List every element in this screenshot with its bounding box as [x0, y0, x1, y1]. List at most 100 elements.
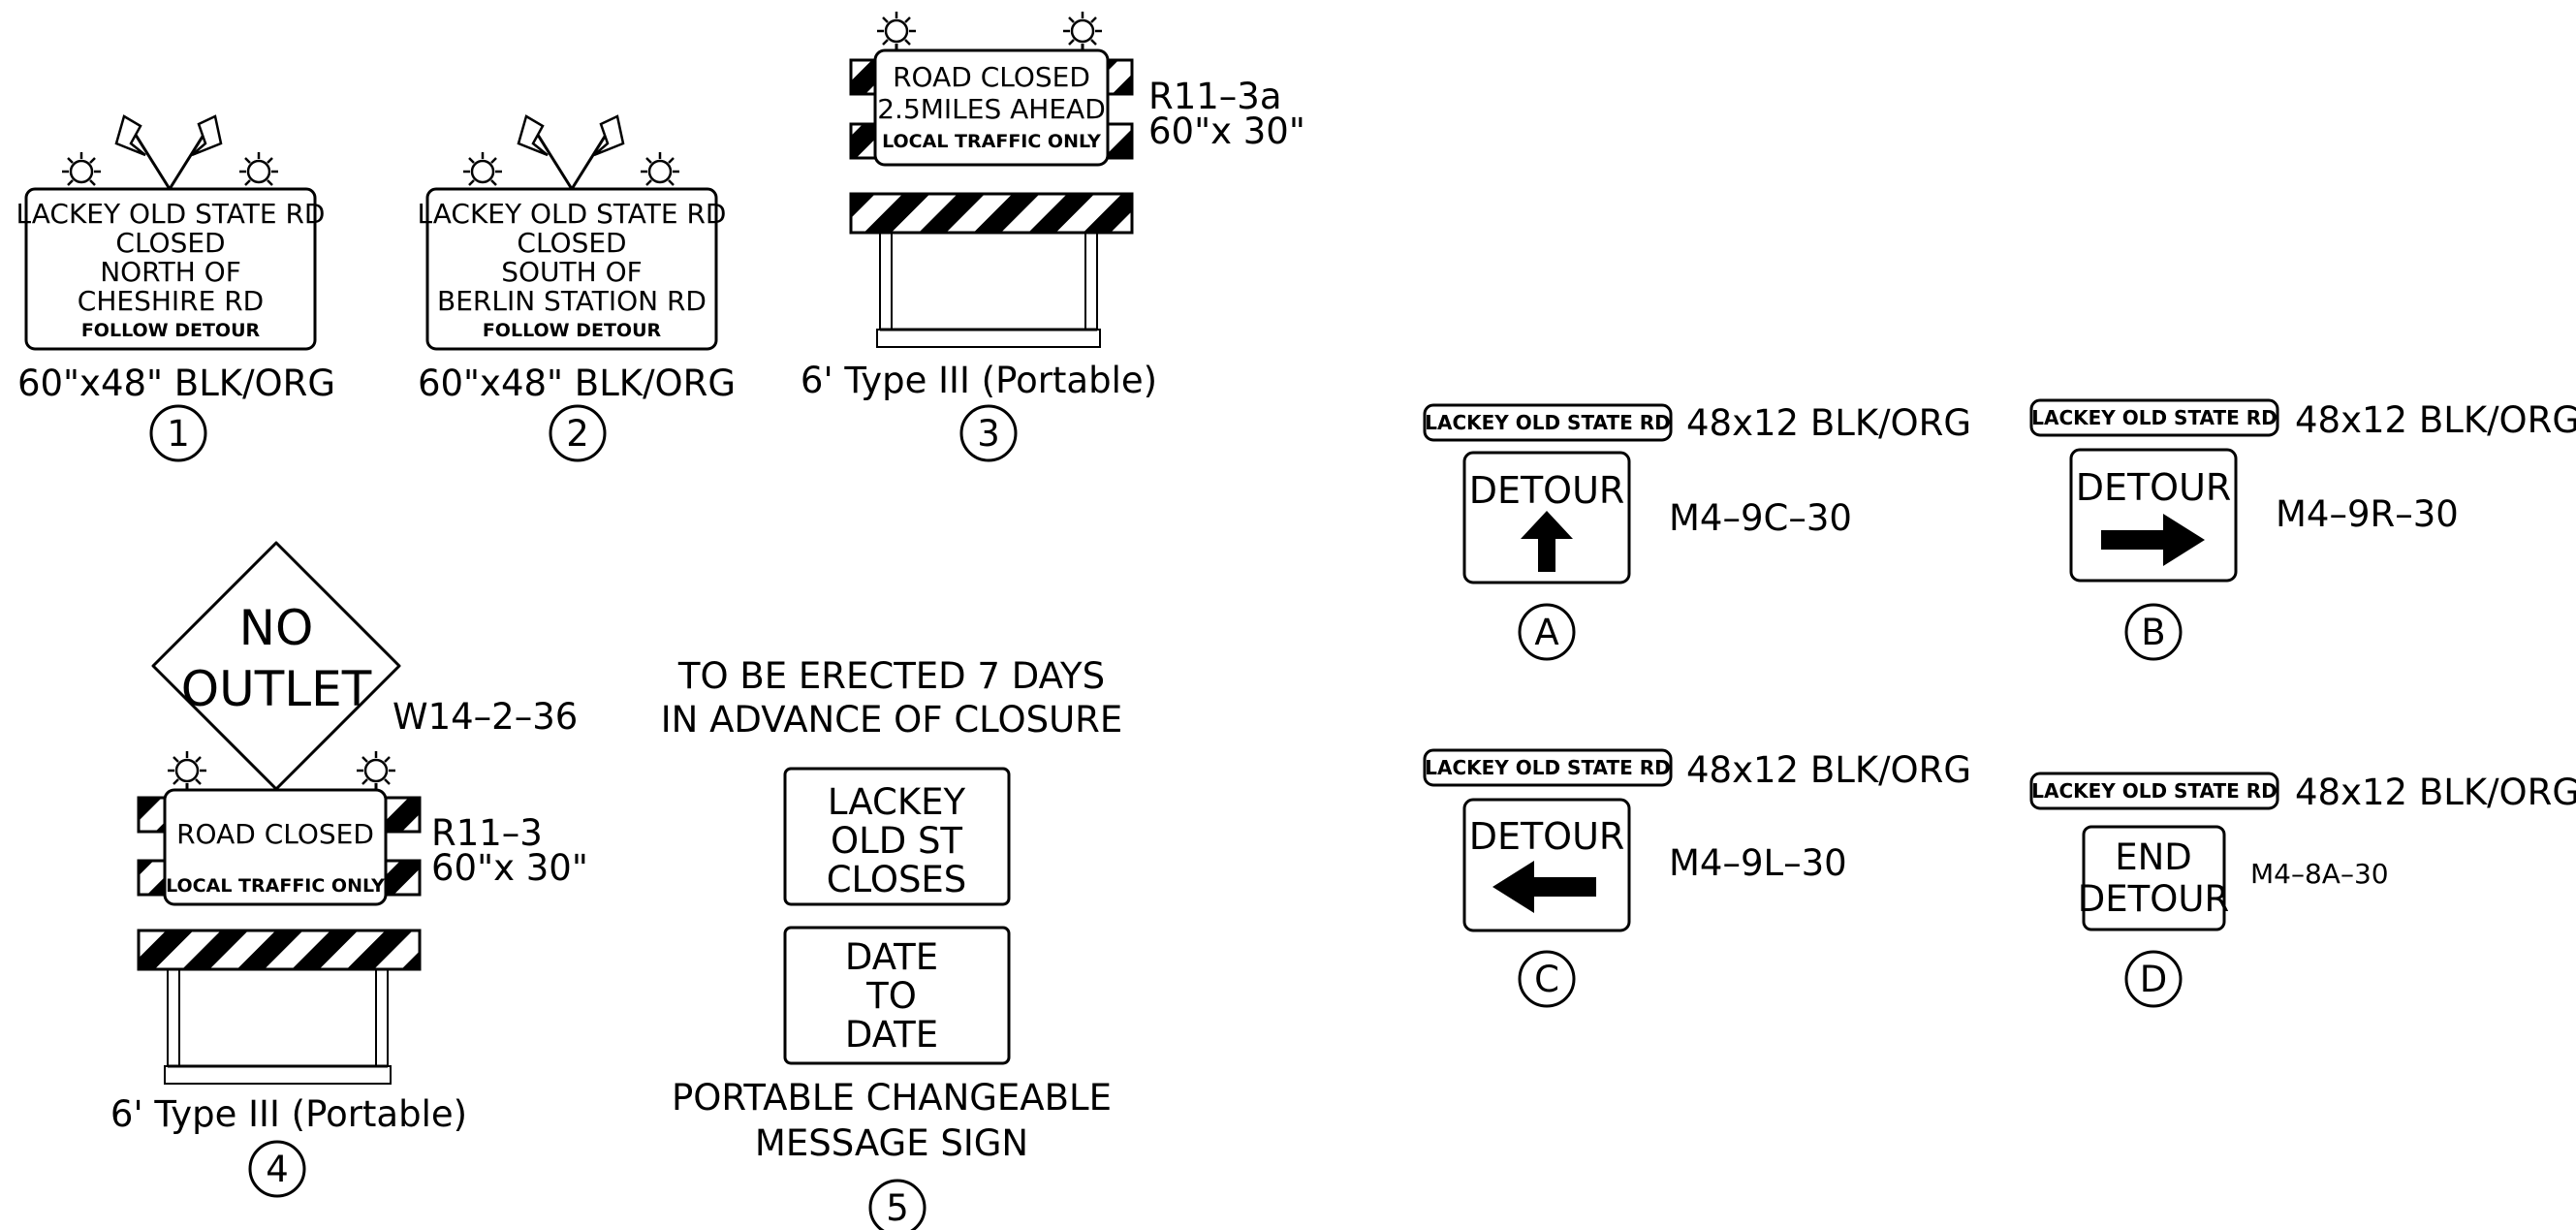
- detour-b-group: LACKEY OLD STATE RD 48x12 BLK/ORG DETOUR…: [2029, 398, 2576, 661]
- detour-b-panel: [2069, 448, 2238, 583]
- detour-c-text: DETOUR: [1469, 815, 1625, 858]
- barricade-leg: [1084, 232, 1098, 331]
- sign-2-line: CLOSED: [517, 227, 626, 259]
- flag-icon: [168, 114, 223, 190]
- warning-lamp-icon: [166, 749, 208, 786]
- sign-2-size-label: 60"x48" BLK/ORG: [418, 363, 736, 404]
- flag-icon: [570, 114, 625, 190]
- sign-1-line: NORTH OF: [100, 256, 241, 288]
- sign-5-group: TO BE ERECTED 7 DAYS IN ADVANCE OF CLOSU…: [661, 655, 1122, 1230]
- detour-a-plaque: [1423, 403, 1673, 442]
- barricade-leg: [375, 968, 389, 1067]
- arrow-right-icon: [2101, 514, 2205, 566]
- sign-2-line: BERLIN STATION RD: [437, 285, 707, 317]
- sign-1-line: LACKEY OLD STATE RD: [16, 198, 325, 230]
- sign-3-number: 3: [977, 413, 1000, 455]
- sign-4-label: 6' Type III (Portable): [110, 1093, 467, 1135]
- detour-a-plaque-text: LACKEY OLD STATE RD: [1425, 411, 1671, 434]
- flag-icon: [114, 114, 172, 190]
- detour-b-text: DETOUR: [2076, 466, 2232, 509]
- detour-d-plaque: [2029, 772, 2279, 810]
- sign-3-line: ROAD CLOSED: [893, 61, 1090, 93]
- detour-a-group: LACKEY OLD STATE RD 48x12 BLK/ORG DETOUR…: [1423, 402, 1971, 661]
- sign-2-line: SOUTH OF: [501, 256, 643, 288]
- pcms-panel-2-line: DATE: [845, 1014, 938, 1056]
- warning-lamp-icon: [237, 150, 280, 187]
- sign-3-number-circle: [959, 404, 1018, 462]
- sign-3-code: R11–3a: [1148, 76, 1282, 117]
- flag-icon: [517, 114, 574, 190]
- detour-c-plaque: [1423, 748, 1673, 787]
- warning-lamp-icon: [1061, 10, 1104, 47]
- pcms-footer: PORTABLE CHANGEABLE: [672, 1077, 1112, 1119]
- detour-d-text: DETOUR: [2078, 878, 2229, 920]
- sign-2-panel: [425, 187, 718, 351]
- detour-d-group: LACKEY OLD STATE RD 48x12 BLK/ORG END DE…: [2029, 772, 2576, 1008]
- sign-2-line: LACKEY OLD STATE RD: [417, 198, 726, 230]
- sign-3-small: LOCAL TRAFFIC ONLY: [882, 131, 1101, 152]
- pcms-panel-2-line: DATE: [845, 936, 938, 978]
- pcms-panel-2-line: TO: [865, 975, 917, 1017]
- sign-1-number-circle: [149, 404, 207, 462]
- detour-d-letter-circle: [2124, 950, 2183, 1008]
- detour-c-group: LACKEY OLD STATE RD 48x12 BLK/ORG DETOUR…: [1423, 748, 1971, 1008]
- sign-3-group: ROAD CLOSED 2.5MILES AHEAD LOCAL TRAFFIC…: [801, 10, 1305, 462]
- detour-d-panel: [2082, 825, 2226, 931]
- barricade-rail: [849, 192, 1134, 235]
- detour-a-text: DETOUR: [1469, 469, 1625, 512]
- detour-b-plaque-text: LACKEY OLD STATE RD: [2031, 406, 2278, 429]
- warning-lamp-icon: [639, 150, 681, 187]
- sign-3-dims: 60"x 30": [1148, 110, 1305, 152]
- detour-c-panel: [1462, 798, 1631, 932]
- detour-a-letter-circle: [1518, 603, 1576, 661]
- sign-1-line: CLOSED: [115, 227, 225, 259]
- detour-c-plaque-size: 48x12 BLK/ORG: [1686, 749, 1971, 791]
- detour-c-letter-circle: [1518, 950, 1576, 1008]
- barricade-rail: [137, 929, 422, 971]
- sign-1-number: 1: [167, 413, 190, 455]
- sign-5-number: 5: [886, 1187, 909, 1229]
- diamond-line: OUTLET: [181, 661, 372, 717]
- sign-3-panel: [873, 48, 1110, 167]
- sign-4-number: 4: [266, 1149, 289, 1190]
- sign-4-main: ROAD CLOSED: [176, 818, 374, 850]
- diamond-line: NO: [239, 600, 314, 656]
- diamond-code: W14–2–36: [393, 696, 578, 738]
- warning-lamp-icon: [355, 749, 397, 786]
- sign-3-label: 6' Type III (Portable): [801, 360, 1157, 401]
- detour-d-plaque-text: LACKEY OLD STATE RD: [2031, 779, 2278, 803]
- detour-b-plaque-size: 48x12 BLK/ORG: [2295, 399, 2576, 441]
- detour-b-code: M4–9R–30: [2276, 493, 2459, 535]
- sign-4-panel: [163, 788, 388, 906]
- detour-b-letter: B: [2141, 612, 2165, 653]
- detour-b-letter-circle: [2124, 603, 2183, 661]
- sign-4-number-circle: [248, 1140, 306, 1198]
- pcms-panel-1-line: LACKEY: [828, 781, 966, 823]
- sign-4-dims: 60"x 30": [431, 847, 588, 889]
- detour-c-letter: C: [1534, 959, 1559, 1000]
- detour-a-plaque-size: 48x12 BLK/ORG: [1686, 402, 1971, 444]
- warning-lamp-icon: [875, 10, 918, 47]
- sign-1-size-label: 60"x48" BLK/ORG: [17, 363, 335, 404]
- detour-b-plaque: [2029, 398, 2279, 437]
- warning-lamp-icon: [60, 150, 103, 187]
- detour-c-code: M4–9L–30: [1669, 842, 1847, 884]
- pcms-panel-1: [783, 767, 1011, 906]
- detour-a-letter: A: [1534, 612, 1558, 653]
- detour-d-letter: D: [2140, 959, 2168, 1000]
- sign-1-group: LACKEY OLD STATE RD CLOSED NORTH OF CHES…: [16, 114, 335, 462]
- barricade-leg: [879, 232, 893, 331]
- sign-1-line: CHESHIRE RD: [78, 285, 264, 317]
- sign-1-panel: [24, 187, 317, 351]
- pcms-header: TO BE ERECTED 7 DAYS: [677, 655, 1105, 697]
- sign-3-line: 2.5MILES AHEAD: [877, 93, 1106, 125]
- barricade-leg: [167, 968, 180, 1067]
- detour-a-code: M4–9C–30: [1669, 497, 1852, 539]
- pcms-footer: MESSAGE SIGN: [755, 1122, 1028, 1164]
- sign-5-number-circle: [868, 1179, 927, 1230]
- sign-2-group: LACKEY OLD STATE RD CLOSED SOUTH OF BERL…: [417, 114, 736, 462]
- pcms-panel-1-line: OLD ST: [831, 820, 962, 862]
- pcms-panel-1-line: CLOSES: [827, 859, 967, 900]
- detour-d-code: M4–8A–30: [2250, 858, 2389, 890]
